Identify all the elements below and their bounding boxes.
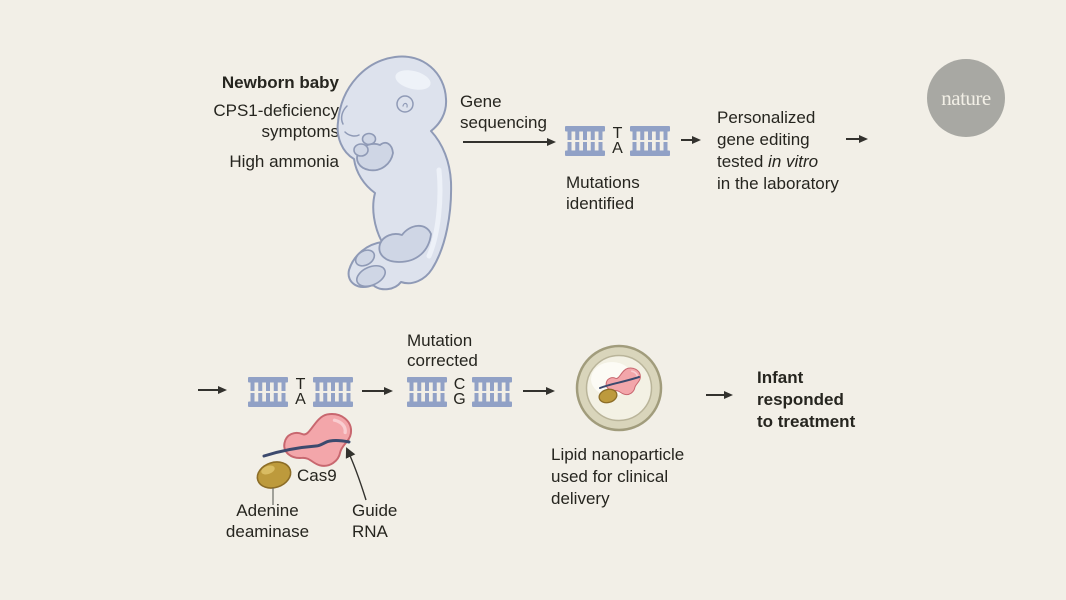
outcome-label: Infant responded to treatment [757, 368, 856, 431]
high-ammonia-label: High ammonia [229, 152, 339, 171]
nature-logo-text: nature [941, 85, 991, 110]
guide-rna-pointer-arrow [345, 447, 367, 501]
newborn-symptoms-label: CPS1-deficiency symptoms [213, 101, 339, 141]
dna-corrected-cg: C G [407, 376, 512, 408]
nanoparticle-label: Lipid nanoparticle used for clinical del… [551, 445, 685, 508]
dna-segment-icon [248, 377, 288, 407]
dna-segment-icon [407, 377, 447, 407]
dna-bases: C G [453, 376, 466, 408]
lipid-nanoparticle-illustration [575, 344, 663, 432]
dna-bases: T A [612, 125, 623, 157]
newborn-baby-illustration [336, 55, 453, 291]
nature-logo: nature [927, 59, 1005, 137]
newborn-title: Newborn baby [221, 73, 339, 92]
guide-rna-icon [262, 439, 351, 458]
arrow-to-outcome-icon [706, 390, 733, 399]
arrow-to-corrected-icon [362, 386, 393, 395]
arrow-to-personalized-icon [681, 135, 701, 144]
arrow-row1-continue-icon [846, 134, 868, 143]
dna-bases: T A [295, 376, 306, 408]
guide-rna-label: Guide RNA [352, 501, 398, 541]
gene-sequencing-label: Gene sequencing [460, 92, 547, 132]
dna-segment-icon [630, 126, 670, 156]
adenine-deaminase-label: Adenine deaminase [225, 501, 310, 541]
adenine-deaminase-icon [256, 461, 292, 489]
personalized-editing-label: Personalized gene editing tested in vitr… [717, 108, 839, 193]
dna-segment-icon [472, 377, 512, 407]
arrow-sequencing-icon [463, 137, 556, 146]
dna-target-ta: T A [248, 376, 353, 408]
dna-segment-icon [565, 126, 605, 156]
dna-segment-icon [313, 377, 353, 407]
cas9-editing-complex [256, 412, 353, 505]
cas9-label: Cas9 [297, 466, 337, 485]
deaminase-mini-icon [598, 388, 618, 404]
guide-rna-mini-icon [599, 376, 640, 389]
dna-mutation-ta: T A [565, 125, 670, 157]
mutations-identified-label: Mutations identified [566, 173, 640, 213]
mutation-corrected-label: Mutation corrected [407, 331, 478, 370]
arrow-row2-start-icon [198, 385, 227, 394]
arrow-to-nanoparticle-icon [523, 386, 555, 395]
